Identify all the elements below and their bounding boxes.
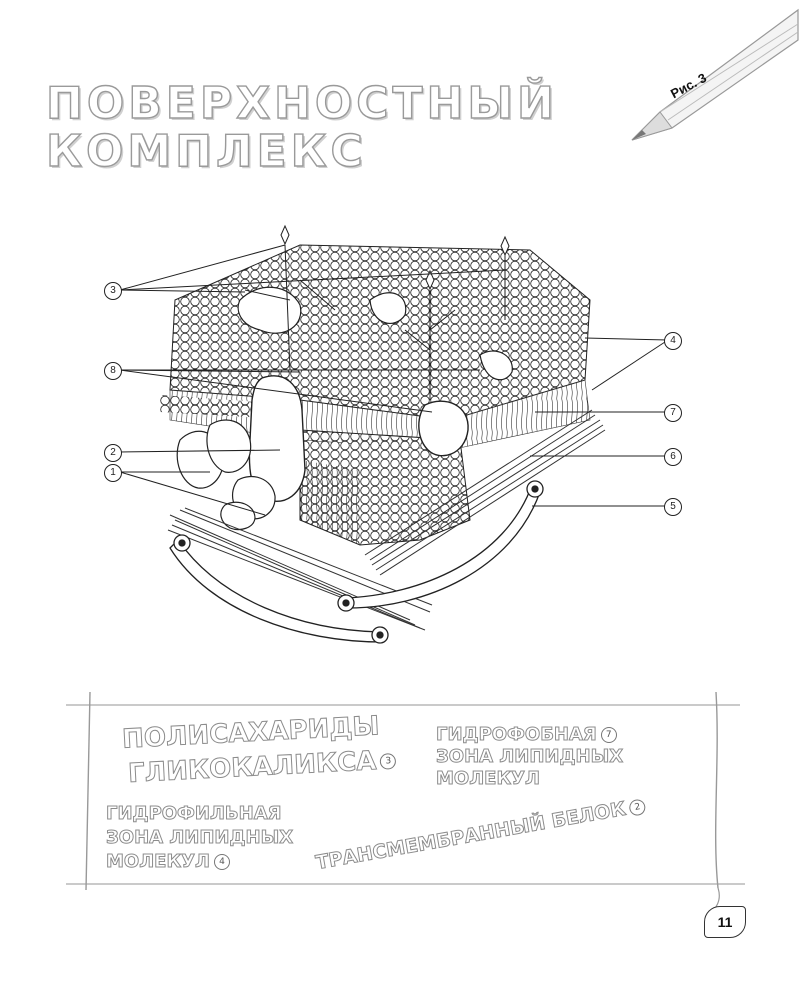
legend-num-3: 3: [379, 752, 397, 770]
glycocalyx-chains: [244, 224, 510, 400]
legend-num-4: 4: [214, 854, 231, 870]
lower-bead-rows: [160, 395, 471, 546]
callout-7: 7: [664, 404, 682, 422]
legend-hydrophilic-line1: ГИДРОФИЛЬНАЯ: [105, 803, 282, 825]
callout-8: 8: [104, 362, 122, 380]
callout-1: 1: [104, 464, 122, 482]
legend-hydrophobic-line1: ГИДРОФОБНАЯ: [436, 724, 598, 746]
pencil-icon: [631, 8, 799, 141]
legend-hydrophobic-line2: ЗОНА ЛИПИДНЫХ: [435, 746, 624, 768]
microtubules: [169, 480, 544, 644]
callout-6: 6: [664, 448, 682, 466]
callout-2: 2: [104, 444, 122, 462]
hydrophilic-upper-surface: [169, 244, 591, 421]
callout-4: 4: [664, 332, 682, 350]
page-title: ПОВЕРХНОСТНЫЙ КОМПЛЕКС: [45, 78, 558, 177]
peripheral-proteins: [176, 419, 276, 531]
membrane-diagram: [119, 224, 669, 644]
microfilament-bundle-upper: [364, 409, 606, 576]
leader-lines: [119, 244, 669, 516]
legend-hydrophilic-line3: МОЛЕКУЛ: [105, 851, 211, 873]
title-line-1: ПОВЕРХНОСТНЫЙ: [45, 78, 558, 129]
legend-hydrophilic-line2: ЗОНА ЛИПИДНЫХ: [105, 827, 294, 849]
legend-frame: [66, 691, 745, 915]
callout-3: 3: [104, 282, 122, 300]
page-number: 11: [704, 906, 746, 938]
title-line-2: КОМПЛЕКС: [45, 126, 367, 177]
legend-hydrophobic-line3: МОЛЕКУЛ: [435, 768, 541, 790]
legend-num-7: 7: [600, 727, 617, 743]
callout-5: 5: [664, 498, 682, 516]
legend-num-2: 2: [628, 797, 647, 817]
